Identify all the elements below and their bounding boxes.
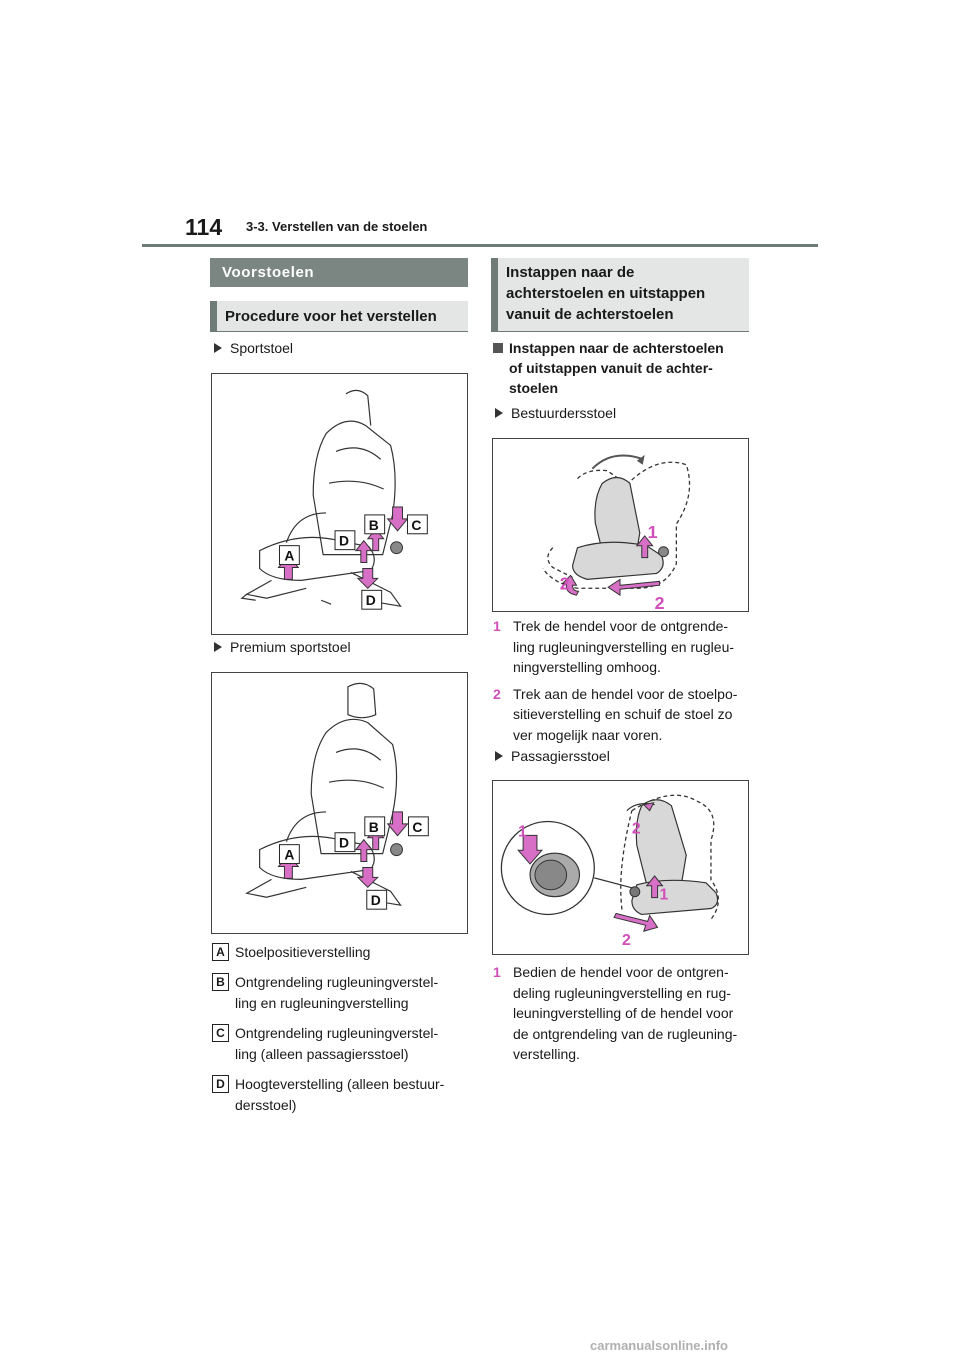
heading-voorstoelen: Voorstoelen xyxy=(210,258,468,287)
figure-premium-sportstoel: A B C D D xyxy=(211,672,468,934)
legend-item-d: D Hoogteverstelling (alleen bestuur-ders… xyxy=(212,1074,474,1116)
figure-label-d-bottom: D xyxy=(371,892,381,908)
page-number: 114 xyxy=(185,214,223,240)
step-1: 1 Bedien de hendel voor de ontgren- deli… xyxy=(493,962,755,1065)
step-number: 1 xyxy=(493,618,501,634)
legend-item-c: C Ontgrendeling rugleuningverstel-ling (… xyxy=(212,1023,474,1065)
passenger-seat-illustration: 1 2 1 2 xyxy=(500,794,720,949)
step-number: 2 xyxy=(493,685,501,702)
legend-key-a: A xyxy=(212,943,229,961)
figure-number-2-top: 2 xyxy=(632,820,641,837)
legend: A Stoelpositieverstelling B Ontgrendelin… xyxy=(212,942,474,1116)
figure-label-b: B xyxy=(369,819,379,835)
bullet-sportstoel: Sportstoel xyxy=(214,340,293,356)
legend-key-c: C xyxy=(212,1024,229,1042)
seat-illustration-premium: A B C D D xyxy=(245,682,429,910)
step-1: 1 Trek de hendel voor de ontgrende- ling… xyxy=(493,616,755,678)
bullet-passagiersstoel: Passagiersstoel xyxy=(495,748,610,764)
figure-number-2-left: 2 xyxy=(560,573,570,593)
seat-illustration-sport: A B C D D xyxy=(240,389,428,610)
figure-label-d-bottom: D xyxy=(366,592,376,608)
figure-passagiersstoel: 1 2 1 2 xyxy=(492,780,749,955)
watermark: carmanualsonline.info xyxy=(590,1338,728,1353)
triangle-bullet-icon xyxy=(214,343,222,353)
figure-number-1-seat: 1 xyxy=(660,887,669,904)
figure-number-1-inset: 1 xyxy=(518,823,527,840)
triangle-bullet-icon xyxy=(214,642,222,652)
step-number: 1 xyxy=(493,964,501,980)
square-bullet-icon xyxy=(493,343,503,353)
legend-key-d: D xyxy=(212,1075,229,1093)
subheading-procedure: Procedure voor het verstellen xyxy=(210,301,468,332)
figure-number-1: 1 xyxy=(648,522,658,542)
header-rule xyxy=(142,244,818,247)
square-heading: Instappen naar de achterstoelen of uitst… xyxy=(493,338,755,398)
figure-number-2-bottom: 2 xyxy=(622,932,631,949)
legend-item-b: B Ontgrendeling rugleuningverstel-ling e… xyxy=(212,972,474,1014)
driver-seat-illustration: 1 2 2 xyxy=(542,454,691,611)
figure-label-c: C xyxy=(412,819,422,835)
section-title: 3-3. Verstellen van de stoelen xyxy=(246,219,428,234)
figure-number-2-bottom: 2 xyxy=(655,593,665,611)
figure-sportstoel: A B C D D xyxy=(211,373,468,635)
figure-bestuurdersstoel: 1 2 2 xyxy=(492,438,749,612)
figure-label-c: C xyxy=(411,517,421,533)
bullet-bestuurdersstoel: Bestuurdersstoel xyxy=(495,405,616,421)
step-2: 2 Trek aan de hendel voor de stoelpo- si… xyxy=(493,684,755,746)
figure-label-b: B xyxy=(369,517,379,533)
figure-label-d-top: D xyxy=(339,533,349,549)
legend-item-a: A Stoelpositieverstelling xyxy=(212,942,474,963)
heading-instappen: Instappen naar de achterstoelen en uitst… xyxy=(491,258,749,332)
bullet-premium-sportstoel: Premium sportstoel xyxy=(214,639,351,655)
driver-steps: 1 Trek de hendel voor de ontgrende- ling… xyxy=(493,616,755,745)
figure-label-a: A xyxy=(284,847,294,863)
legend-key-b: B xyxy=(212,973,229,991)
triangle-bullet-icon xyxy=(495,408,503,418)
triangle-bullet-icon xyxy=(495,751,503,761)
figure-label-a: A xyxy=(284,548,294,564)
passenger-steps: 1 Bedien de hendel voor de ontgren- deli… xyxy=(493,962,755,1065)
figure-label-d-top: D xyxy=(339,835,349,851)
